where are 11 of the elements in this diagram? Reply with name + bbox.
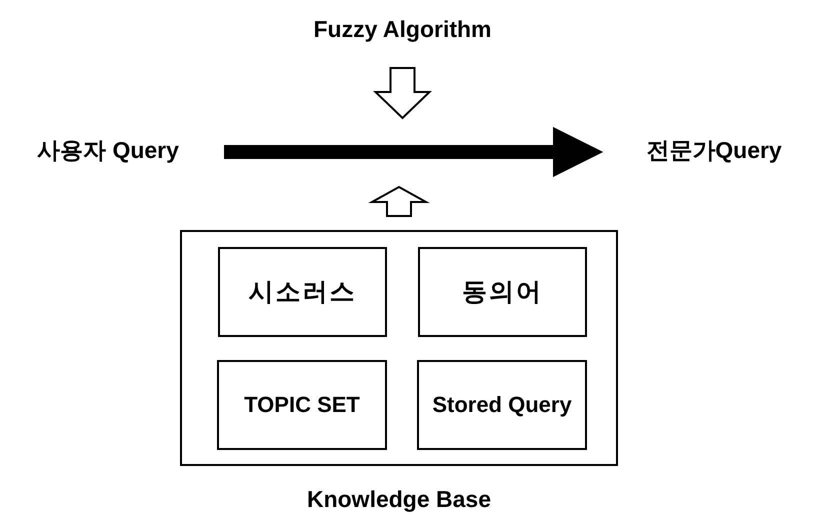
label-text: 전문가Query (618, 132, 810, 168)
process-box: TOPIC SET (217, 360, 387, 450)
arrow (224, 126, 604, 178)
process-box: Stored Query (417, 360, 587, 450)
arrow (373, 67, 432, 120)
arrow (368, 186, 430, 217)
heading: Knowledge Base (306, 486, 492, 513)
process-box: 시소러스 (218, 247, 387, 337)
label-text: 사용자 Query (6, 132, 210, 168)
label-text: Fuzzy Algorithm (300, 12, 505, 46)
process-box: 동의어 (418, 247, 587, 337)
